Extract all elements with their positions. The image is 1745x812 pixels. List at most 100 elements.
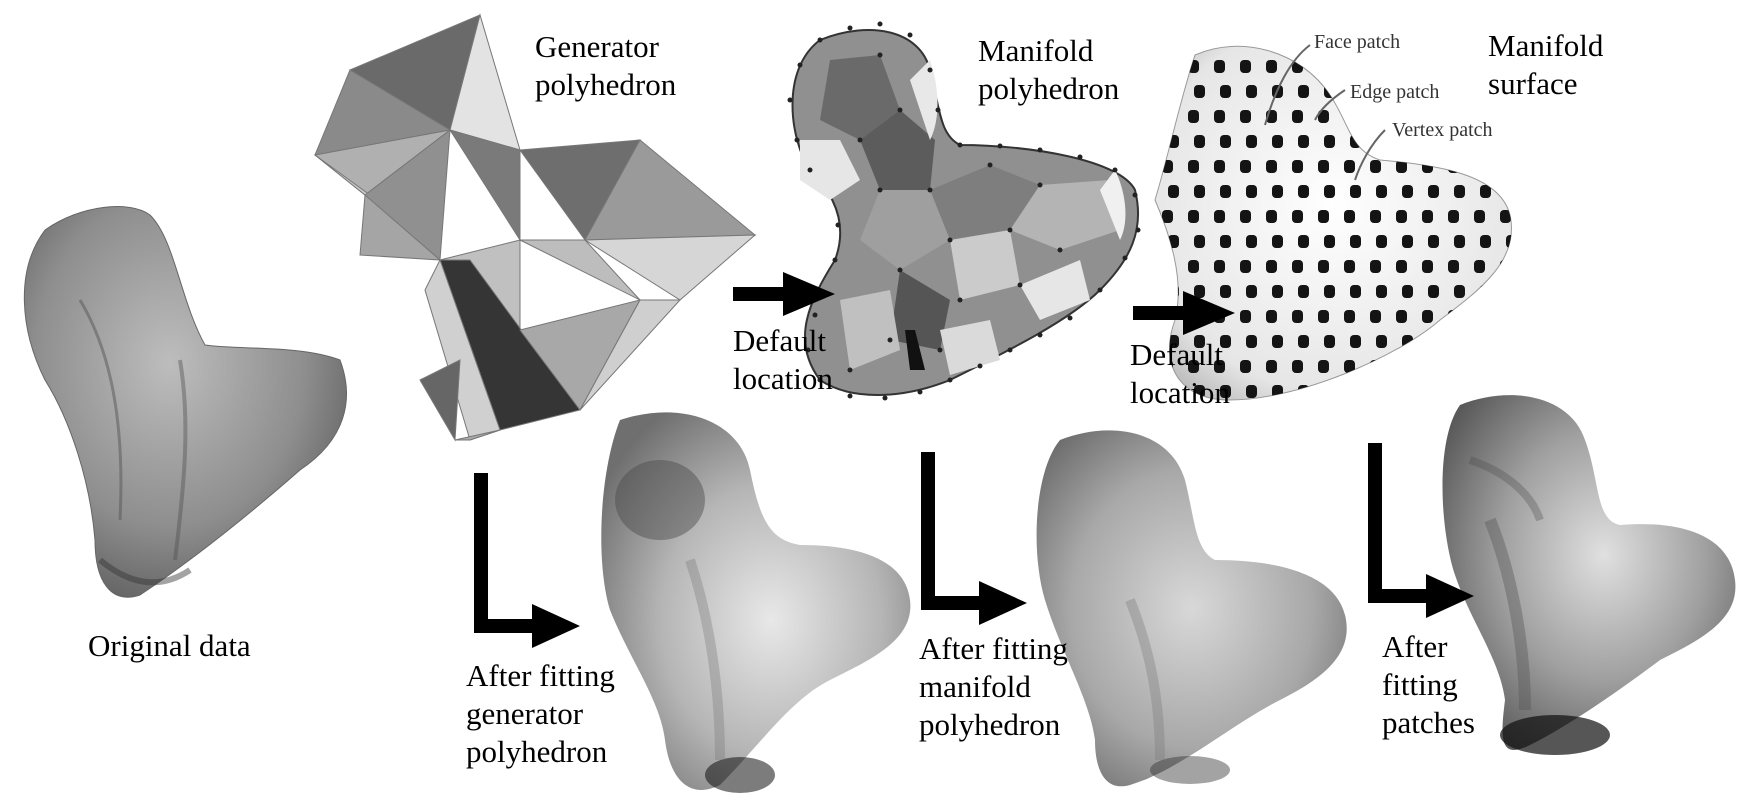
surface-patch-dot	[1402, 285, 1413, 298]
surface-patch-dot	[1344, 110, 1355, 123]
surface-patch-dot	[1266, 360, 1277, 373]
surface-patch-dot	[1194, 235, 1205, 248]
surface-patch-dot	[1370, 160, 1381, 173]
surface-patch-dot	[1272, 285, 1283, 298]
surface-patch-dot	[1188, 110, 1199, 123]
surface-patch-dot	[1370, 110, 1381, 123]
surface-patch-dot	[1422, 160, 1433, 173]
surface-patch-dot	[1246, 335, 1257, 348]
surface-patch-dot	[1162, 60, 1173, 73]
surface-patch-dot	[1454, 385, 1465, 398]
after-fitting-generator-shape	[601, 412, 911, 793]
surface-patch-dot	[1318, 310, 1329, 323]
surface-patch-dot	[1188, 360, 1199, 373]
surface-patch-dot	[1220, 385, 1231, 398]
surface-patch-dot	[1246, 235, 1257, 248]
surface-patch-dot	[1500, 360, 1511, 373]
surface-patch-dot	[1318, 360, 1329, 373]
surface-patch-dot	[1402, 235, 1413, 248]
surface-patch-dot	[1292, 210, 1303, 223]
surface-patch-dot	[1298, 235, 1309, 248]
surface-patch-dot	[1162, 110, 1173, 123]
surface-patch-dot	[1370, 260, 1381, 273]
surface-patch-dot	[1298, 85, 1309, 98]
surface-patch-dot	[1266, 160, 1277, 173]
surface-patch-dot	[1194, 285, 1205, 298]
surface-patch-dot	[1500, 210, 1511, 223]
surface-patch-dot	[1292, 360, 1303, 373]
after-fitting-manifold-shape	[1036, 430, 1347, 787]
default-location-arrow-2	[1133, 291, 1235, 335]
label-manifold-polyhedron: Manifold polyhedron	[978, 33, 1120, 106]
surface-patch-dot	[1272, 335, 1283, 348]
surface-patch-dot	[1500, 110, 1511, 123]
surface-patch-dot	[1214, 360, 1225, 373]
surface-patch-dot	[1396, 160, 1407, 173]
label-default-location-1: Default location	[733, 323, 833, 396]
surface-patch-dot	[1194, 335, 1205, 348]
surface-patch-dot	[1448, 60, 1459, 73]
surface-patch-dot	[1376, 335, 1387, 348]
surface-patch-dot	[1344, 160, 1355, 173]
surface-patch-dot	[1298, 335, 1309, 348]
surface-patch-dot	[1318, 260, 1329, 273]
label-manifold-surface: Manifold surface	[1488, 28, 1604, 101]
fit-arrow-patches	[1368, 443, 1474, 618]
surface-patch-dot	[1428, 385, 1439, 398]
fit-arrow-generator	[474, 473, 580, 648]
surface-patch-dot	[1448, 210, 1459, 223]
default-location-arrow-1	[733, 272, 835, 316]
label-after-fitting-generator: After fitting generator polyhedron	[466, 658, 615, 769]
surface-patch-dot	[1454, 285, 1465, 298]
surface-patch-dot	[1474, 360, 1485, 373]
surface-patch-dot	[1318, 210, 1329, 223]
surface-patch-dot	[1506, 235, 1512, 248]
surface-patch-dot	[1350, 385, 1361, 398]
surface-patch-dot	[1292, 310, 1303, 323]
surface-patch-dot	[1376, 385, 1387, 398]
manifold-surface-shape	[1154, 45, 1512, 401]
surface-patch-dot	[1428, 335, 1439, 348]
surface-patch-dot	[1246, 185, 1257, 198]
surface-patch-dot	[1474, 260, 1485, 273]
surface-patch-dot	[1220, 185, 1231, 198]
surface-patch-dot	[1422, 360, 1433, 373]
surface-patch-dot	[1344, 210, 1355, 223]
surface-patch-dot	[1506, 285, 1512, 298]
surface-patch-dot	[1448, 360, 1459, 373]
surface-patch-dot	[1324, 185, 1335, 198]
surface-patch-dot	[1240, 60, 1251, 73]
surface-patch-dot	[1168, 285, 1179, 298]
surface-patch-dot	[1240, 210, 1251, 223]
surface-patch-dot	[1194, 85, 1205, 98]
surface-patch-dot	[1480, 185, 1491, 198]
surface-patch-dot	[1272, 235, 1283, 248]
label-vertex-patch: Vertex patch	[1392, 119, 1493, 141]
surface-patch-dot	[1448, 260, 1459, 273]
surface-patch-dot	[1506, 335, 1512, 348]
surface-patch-dot	[1272, 185, 1283, 198]
surface-patch-dot	[1220, 135, 1231, 148]
surface-patch-dot	[1402, 185, 1413, 198]
surface-patch-dot	[1350, 235, 1361, 248]
surface-patch-dot	[1188, 160, 1199, 173]
surface-patch-dot	[1220, 85, 1231, 98]
surface-patch-dot	[1318, 60, 1329, 73]
patch-pointer-lines	[1264, 44, 1386, 181]
surface-patch-dot	[1220, 285, 1231, 298]
surface-patch-dot	[1324, 335, 1335, 348]
fit-arrow-manifold	[921, 452, 1027, 625]
surface-patch-dot	[1292, 260, 1303, 273]
surface-patch-dot	[1350, 335, 1361, 348]
surface-patch-dot	[1188, 260, 1199, 273]
surface-patch-dot	[1214, 260, 1225, 273]
surface-patch-dot	[1370, 360, 1381, 373]
surface-patch-dot	[1266, 60, 1277, 73]
label-face-patch: Face patch	[1314, 31, 1401, 53]
surface-patch-dot	[1474, 160, 1485, 173]
surface-patch-dot	[1474, 210, 1485, 223]
surface-patch-dot	[1422, 260, 1433, 273]
surface-patch-dot	[1474, 60, 1485, 73]
surface-patch-dot	[1480, 235, 1491, 248]
surface-patch-dot	[1454, 235, 1465, 248]
